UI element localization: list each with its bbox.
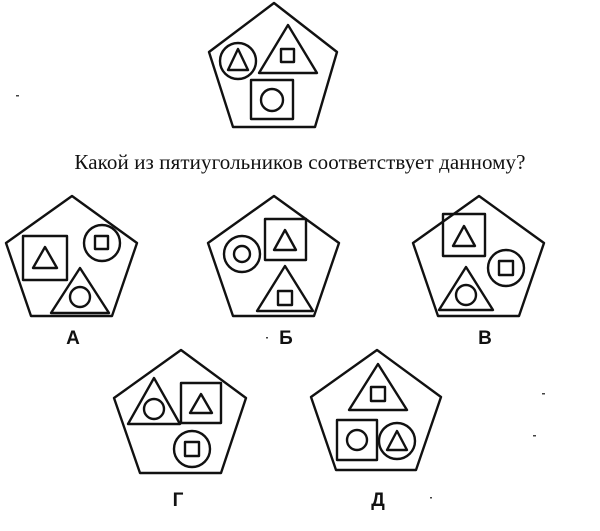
inner-triangle [385, 429, 409, 452]
inner-triangle [188, 392, 214, 415]
circle-shape [218, 41, 258, 81]
inner-square [369, 385, 387, 403]
option-b-pentagon[interactable] [206, 194, 341, 318]
triangle-shape [347, 362, 409, 412]
circle-shape [486, 248, 526, 288]
inner-circle [232, 244, 252, 264]
inner-square [497, 259, 515, 277]
circle-shape [172, 429, 212, 469]
pentagon-outline [4, 194, 139, 318]
option-c-label[interactable]: В [478, 328, 492, 349]
option-d-pentagon[interactable] [309, 348, 443, 472]
inner-square [93, 234, 110, 251]
inner-circle [345, 428, 369, 452]
option-a-pentagon[interactable] [4, 194, 139, 318]
square-shape [335, 418, 379, 462]
pentagon-outline [207, 1, 339, 129]
option-c-pentagon[interactable] [411, 194, 546, 318]
option-g-label[interactable]: Г [172, 490, 184, 511]
inner-circle [259, 87, 285, 113]
reference-pentagon [207, 1, 339, 129]
inner-triangle [451, 224, 477, 248]
inner-square [183, 440, 201, 458]
triangle-shape [255, 264, 315, 313]
circle-shape [377, 421, 417, 461]
option-g-pentagon[interactable] [112, 348, 248, 475]
circle-shape [222, 234, 262, 274]
square-shape [249, 78, 295, 121]
square-shape [263, 217, 308, 262]
square-shape [179, 381, 223, 425]
scan-specks [16, 95, 545, 499]
pentagon-outline [112, 348, 248, 475]
pentagon-outline [411, 194, 546, 318]
pentagon-outline [309, 348, 443, 472]
inner-circle [454, 283, 478, 307]
inner-circle [68, 285, 92, 309]
pentagon-outline [206, 194, 341, 318]
inner-square [276, 289, 294, 307]
triangle-shape [437, 265, 495, 312]
triangle-shape [257, 23, 319, 75]
option-d-label[interactable]: Д [371, 490, 385, 511]
inner-triangle [272, 228, 298, 252]
option-a-label[interactable]: А [66, 328, 80, 349]
triangle-shape [126, 376, 182, 426]
question-text: Какой из пятиугольников соответствует да… [74, 150, 526, 174]
square-shape [441, 212, 487, 258]
inner-triangle [31, 245, 59, 270]
inner-square [279, 47, 296, 64]
inner-circle [142, 397, 166, 421]
triangle-shape [49, 266, 111, 315]
circle-shape [82, 223, 122, 263]
option-b-label[interactable]: Б [279, 328, 293, 349]
square-shape [21, 234, 69, 282]
inner-triangle [226, 47, 250, 72]
